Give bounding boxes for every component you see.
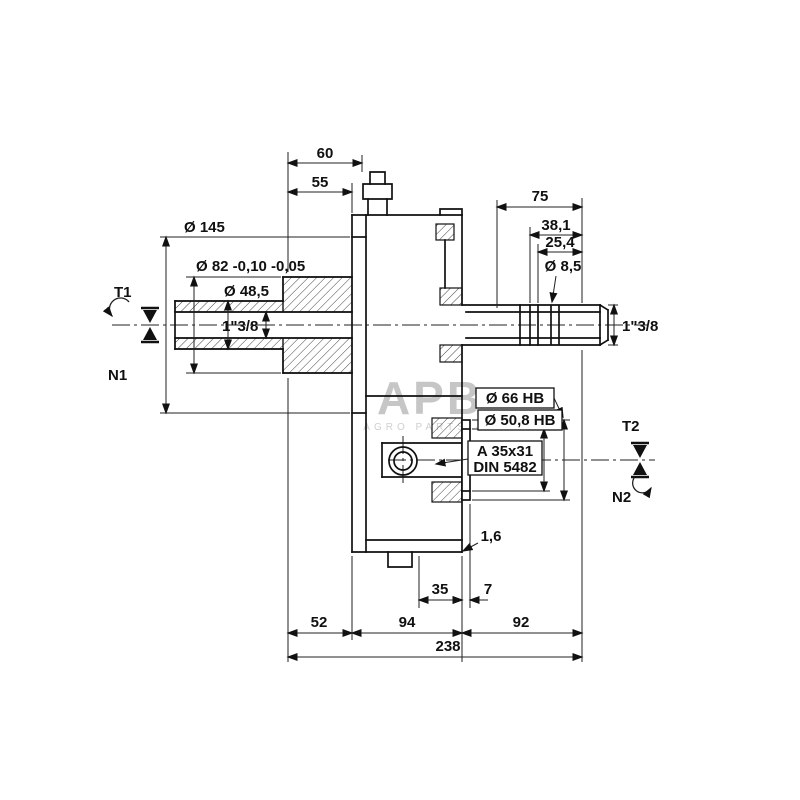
n2-label: N2 xyxy=(612,489,631,506)
spline-leader xyxy=(434,458,469,467)
dim-label-hole-8-5: Ø 8,5 xyxy=(545,258,582,275)
side-plug-circle xyxy=(388,446,418,476)
dim-label-1-6: 1,6 xyxy=(481,528,502,545)
dim-label-92: 92 xyxy=(513,614,530,631)
dim-label-35: 35 xyxy=(432,581,449,598)
dim-label-55: 55 xyxy=(312,174,329,191)
callout-boxes xyxy=(467,387,563,476)
dim-label-7: 7 xyxy=(484,581,492,598)
dim-label-238: 238 xyxy=(435,638,460,655)
dim-label-50-8hb: Ø 50,8 HB xyxy=(485,412,556,429)
rotation-arrow-icon xyxy=(102,297,130,318)
filler-plug xyxy=(362,171,393,216)
rotation-t1-n1: T1 N1 xyxy=(102,284,159,384)
dim-label-48-5: Ø 48,5 xyxy=(224,283,269,300)
dim-label-75: 75 xyxy=(532,188,549,205)
dim-label-60: 60 xyxy=(317,145,334,162)
rotation-arrow-icon xyxy=(631,477,652,499)
spline-label-line1: A 35x31 xyxy=(477,443,533,460)
dim-label-66hb: Ø 66 HB xyxy=(486,390,545,407)
torque-arrow-down-icon xyxy=(143,310,157,323)
dim-label-82: Ø 82 -0,10 -0,05 xyxy=(196,258,305,275)
dim-label-94: 94 xyxy=(399,614,416,631)
rotation-t2-n2: T2 N2 xyxy=(612,418,652,506)
t1-label: T1 xyxy=(114,284,132,301)
dim-label-52: 52 xyxy=(311,614,328,631)
shaft-label-right: 1"3/8 xyxy=(622,318,658,335)
hole-leader xyxy=(549,275,558,304)
dimension-labels: 60 55 75 38,1 25,4 Ø 8,5 Ø 145 Ø 82 -0,1… xyxy=(184,145,658,655)
dimension-lines xyxy=(160,152,618,662)
bottom-tab xyxy=(387,551,413,568)
torque-arrow-down-icon xyxy=(633,445,647,458)
bore-label-left: 1"3/8 xyxy=(222,318,258,335)
spline-label-line2: DIN 5482 xyxy=(473,459,536,476)
pto-output-shaft xyxy=(461,303,610,347)
spline-box xyxy=(467,440,543,476)
dim-label-25-4: 25,4 xyxy=(545,234,575,251)
dim-label-38-1: 38,1 xyxy=(541,217,570,234)
roughness-leader xyxy=(461,542,479,552)
d66-box xyxy=(475,387,555,409)
n1-label: N1 xyxy=(108,367,127,384)
speed-arrow-up-icon xyxy=(143,327,157,340)
watermark-logo: APB xyxy=(377,372,483,424)
d50-box xyxy=(477,409,563,431)
dim-label-145: Ø 145 xyxy=(184,219,225,236)
speed-arrow-up-icon xyxy=(633,462,647,475)
side-plug-inner-circle xyxy=(393,451,413,471)
t2-label: T2 xyxy=(622,418,640,435)
watermark-subtext: AGRO PARTS ··· xyxy=(363,422,496,433)
watermark: APB AGRO PARTS ··· xyxy=(363,372,496,433)
